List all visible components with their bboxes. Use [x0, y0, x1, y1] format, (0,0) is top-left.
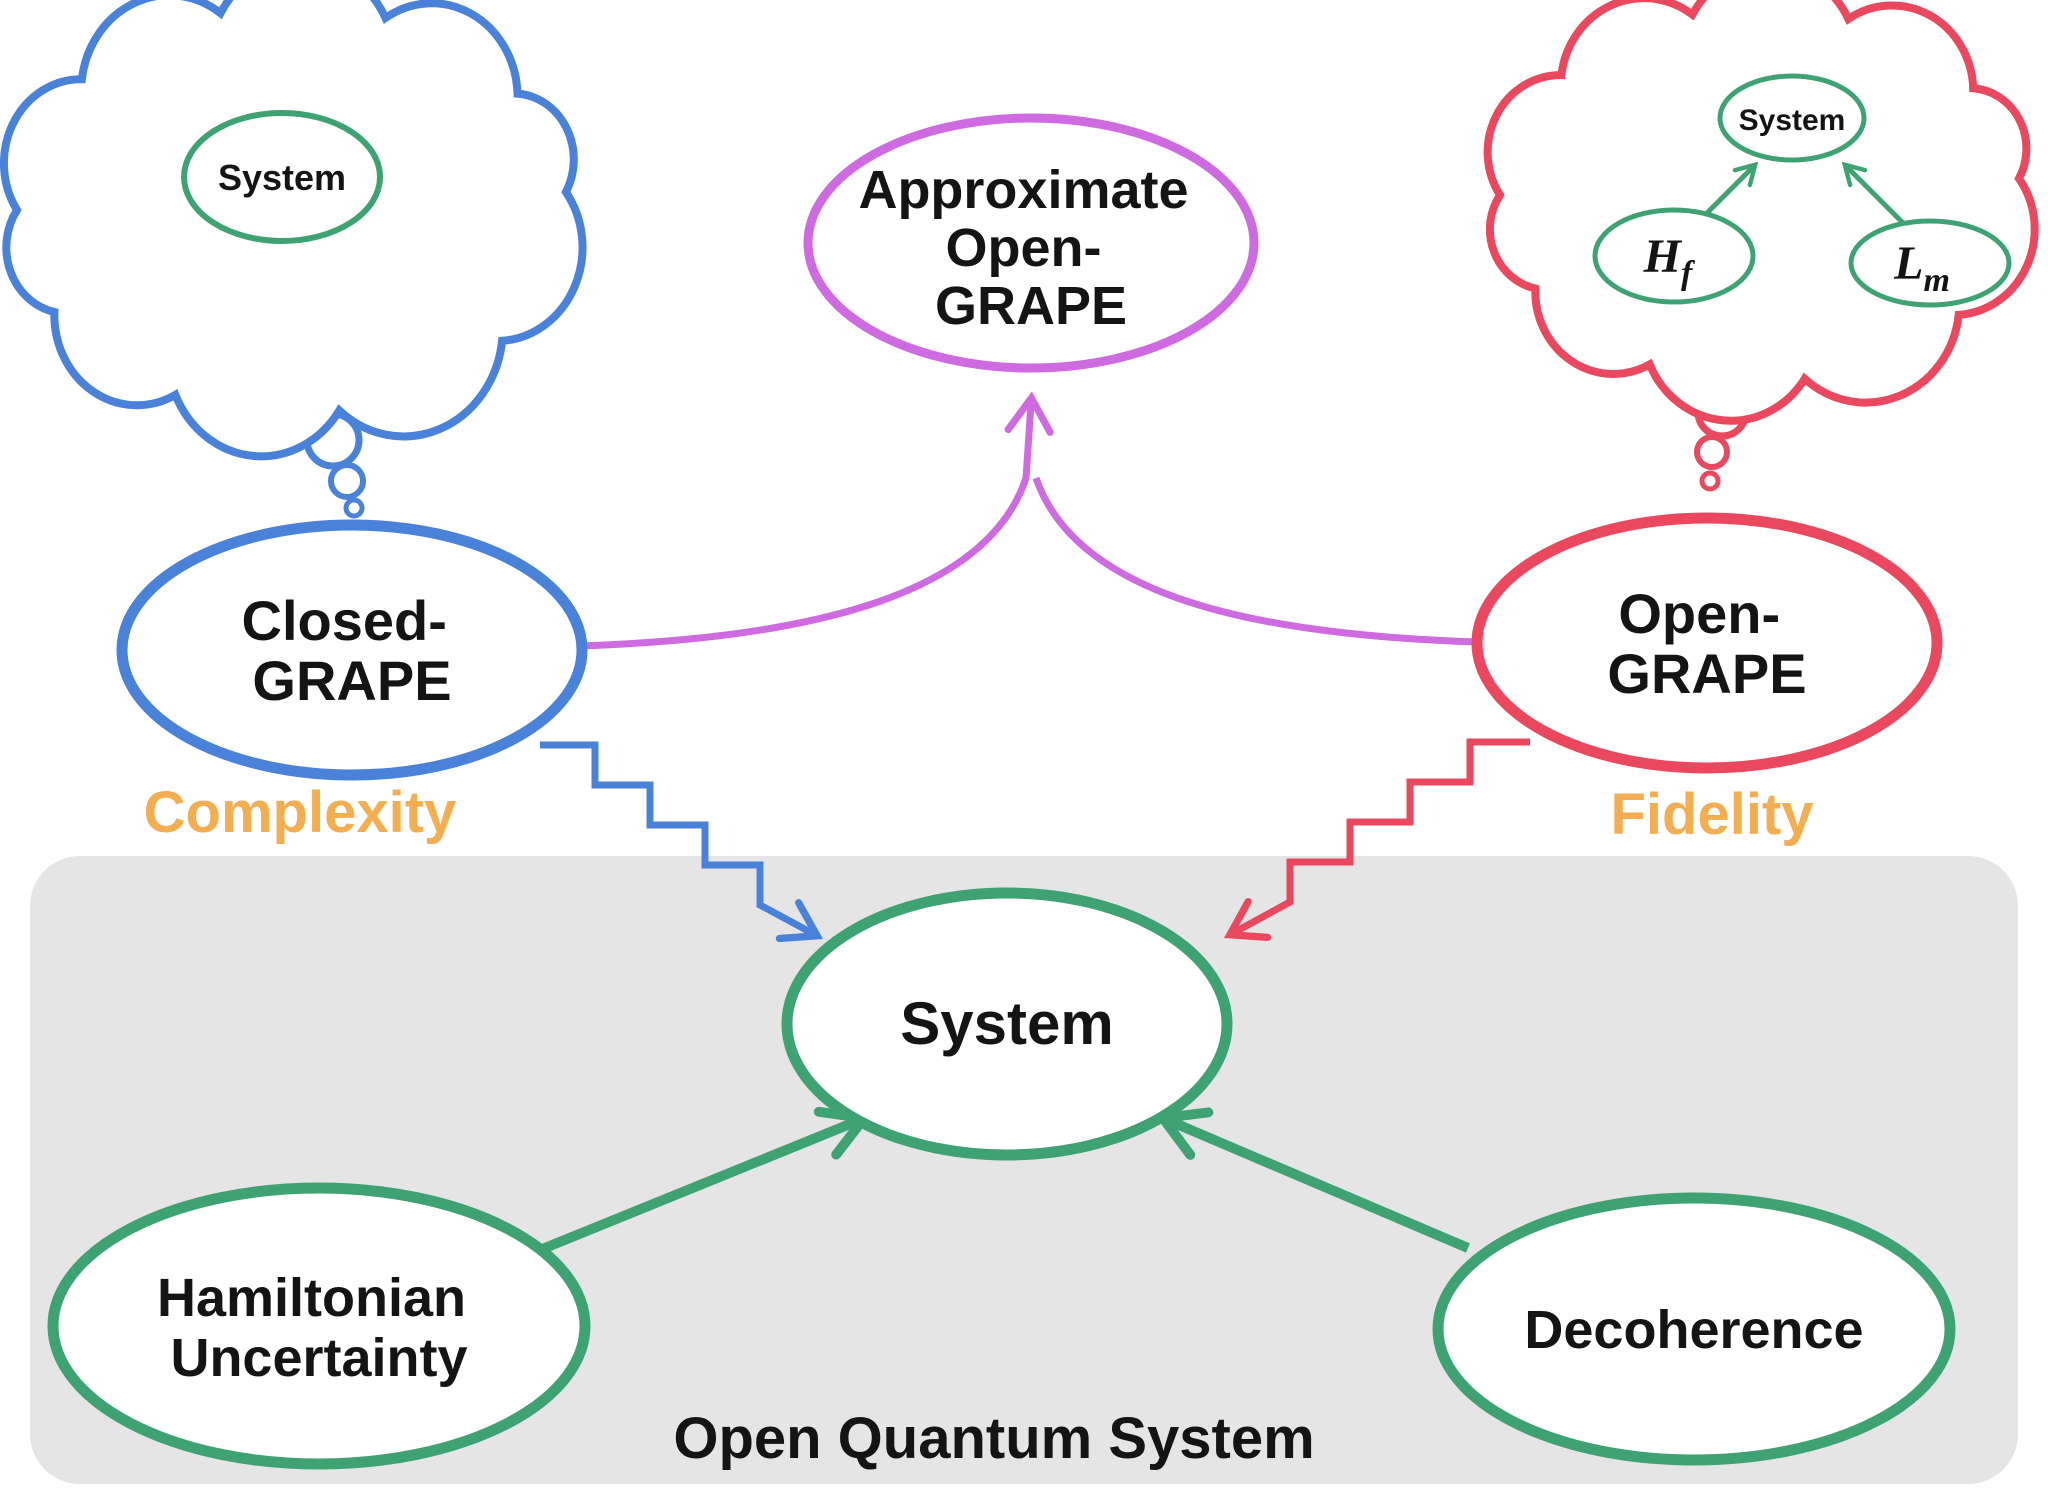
open-cloud-system-ellipse [1717, 73, 1867, 163]
open-quantum-system-label: Open Quantum System [673, 1406, 1314, 1471]
closed-cloud-system-ellipse [181, 110, 383, 244]
approx-open-grape-label: Approximate Open- GRAPE [858, 160, 1203, 336]
thought-bubble [1694, 434, 1730, 470]
decoherence-ellipse [1432, 1192, 1956, 1466]
thought-bubble [343, 497, 365, 519]
decoherence-to-system-arrow [1153, 1107, 1470, 1253]
hf-ellipse [1592, 207, 1756, 305]
hamiltonian-uncertainty-ellipse [47, 1182, 591, 1470]
open-grape-label: Open- GRAPE [1607, 582, 1806, 705]
hf-to-system-arrow [1698, 161, 1759, 222]
closed-grape-label: Closed- GRAPE [242, 589, 463, 712]
decoherence-label: Decoherence [1524, 1300, 1863, 1360]
system-label: System [900, 990, 1113, 1057]
open-grape-to-approx-curve [1032, 476, 1478, 646]
lm-label: Lm [1893, 237, 1950, 299]
open-system-cloud [1488, 0, 2035, 421]
lm-to-system-arrow [1841, 161, 1910, 230]
complexity-label: Complexity [144, 780, 457, 845]
closed-grape-to-approx-curve [577, 391, 1054, 650]
hf-sub: f [1681, 255, 1696, 292]
open-cloud-system-label: System [1739, 104, 1846, 137]
hf-base: H [1643, 230, 1683, 283]
hamiltonian-uncertainty-label: Hamiltonian Uncertainty [157, 1268, 481, 1388]
system-ellipse [781, 887, 1233, 1161]
approx-open-grape-ellipse [803, 113, 1259, 373]
hamiltonian-to-system-arrow [538, 1106, 874, 1255]
thought-bubble [1699, 470, 1721, 492]
open-grape-zigzag-arrow [1223, 738, 1530, 941]
lm-base: L [1893, 237, 1923, 290]
closed-grape-zigzag-arrow [540, 741, 824, 943]
thought-bubble [328, 462, 366, 500]
open-grape-ellipse [1471, 512, 1943, 774]
hf-label: Hf [1643, 230, 1696, 292]
fidelity-label: Fidelity [1610, 782, 1813, 847]
closed-grape-ellipse [116, 519, 588, 781]
lm-ellipse [1848, 218, 2012, 308]
lm-sub: m [1923, 262, 1949, 299]
closed-cloud-system-label: System [218, 157, 346, 198]
